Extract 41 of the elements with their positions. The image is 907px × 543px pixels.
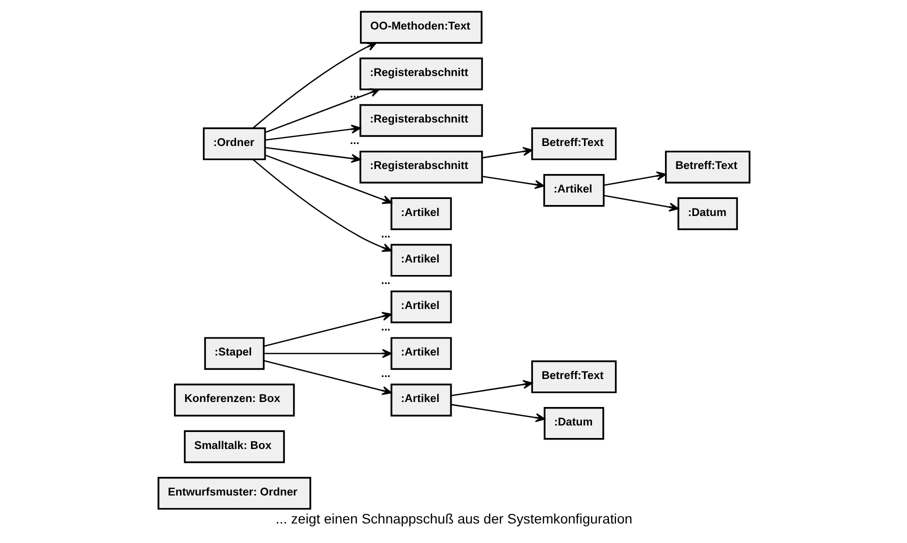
arrow [252, 158, 392, 252]
node-box: Konferenzen: Box [173, 384, 294, 416]
caption: ... zeigt einen Schnappschuß aus der Systemkonfiguration [275, 511, 632, 526]
node-box: :Artikel [390, 384, 452, 416]
arrow [603, 194, 678, 212]
arrow [482, 146, 532, 158]
arrow [263, 348, 392, 358]
arrow [482, 176, 544, 190]
node-box: OO-Methoden:Text [359, 10, 482, 44]
arrow [264, 124, 360, 141]
node-label: ... [380, 322, 390, 334]
node-box: :Registerabschnitt [359, 58, 482, 90]
node-box: :Datum [543, 406, 604, 440]
arrow [264, 88, 380, 134]
node-box: Betreff:Text [530, 127, 616, 160]
node-label: ... [380, 368, 390, 380]
arrow [264, 146, 360, 163]
node-box: :Datum [677, 197, 738, 230]
arrow [263, 360, 392, 396]
node-label: ... [350, 135, 359, 148]
node-box: :Registerabschnitt [359, 150, 482, 184]
arrow [252, 42, 376, 129]
arrow [450, 380, 532, 396]
node-box: :Artikel [390, 337, 452, 370]
node-box: :Artikel [390, 290, 452, 324]
node-box: Betreff:Text [664, 150, 750, 184]
arrow [263, 312, 392, 347]
node-box: :Artikel [390, 197, 452, 230]
node-box: :Artikel [542, 174, 604, 207]
node-label: ... [380, 228, 390, 240]
node-box: :Stapel [204, 337, 264, 370]
node-box: Smalltalk: Box [183, 430, 284, 464]
node-box: Betreff:Text [530, 360, 616, 394]
arrow [603, 171, 666, 186]
node-box: Entwurfsmuster: Ordner [157, 476, 311, 510]
node-box: :Registerabschnitt [359, 104, 482, 137]
node-box: :Artikel [390, 244, 452, 277]
node-box: :Ordner [202, 127, 266, 160]
arrow [450, 404, 545, 422]
node-label: ... [380, 274, 390, 287]
arrow [264, 154, 392, 204]
